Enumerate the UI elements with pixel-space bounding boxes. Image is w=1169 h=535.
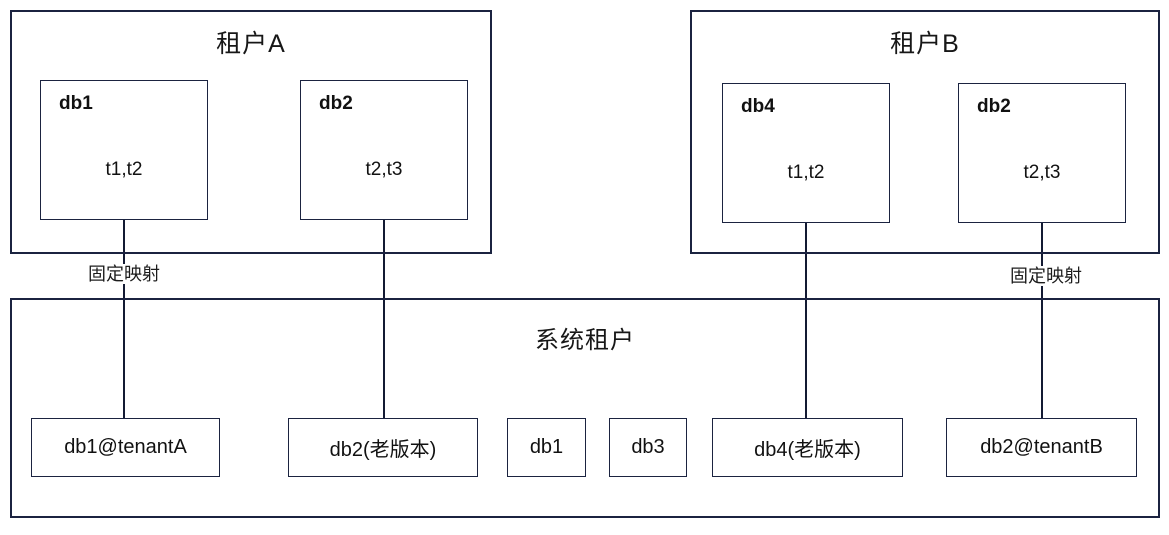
system-db4-old-node: db4(老版本) (712, 418, 903, 477)
connector-db1-to-db1-tenantA (123, 220, 125, 418)
tenant-a-db1-name: db1 (59, 93, 93, 114)
tenant-b-group: 租户B (690, 10, 1160, 254)
tenant-a-db2-name: db2 (319, 93, 353, 114)
tenant-b-db2-tables: t2,t3 (1023, 162, 1061, 183)
tenant-b-db2-name: db2 (977, 96, 1011, 117)
connector-db4-to-db4-old (805, 223, 807, 418)
tenant-b-db2-node: db2 t2,t3 (958, 83, 1126, 223)
tenant-b-db4-node: db4 t1,t2 (722, 83, 890, 223)
tenant-a-db1-node: db1 t1,t2 (40, 80, 208, 220)
system-db2-old-node: db2(老版本) (288, 418, 478, 477)
system-tenant-group: 系统租户 (10, 298, 1160, 518)
tenant-b-title: 租户B (890, 30, 960, 58)
tenant-a-db2-node: db2 t2,t3 (300, 80, 468, 220)
system-db2-tenantB-node: db2@tenantB (946, 418, 1137, 477)
system-tenant-title: 系统租户 (535, 327, 635, 354)
system-db3-node: db3 (609, 418, 687, 477)
tenant-a-db2-tables: t2,t3 (365, 159, 403, 180)
fixed-mapping-label-right: 固定映射 (1007, 266, 1085, 286)
tenant-a-title: 租户A (216, 30, 286, 58)
tenant-a-group: 租户A (10, 10, 492, 254)
system-db1-tenantA-node: db1@tenantA (31, 418, 220, 477)
tenant-b-db4-name: db4 (741, 96, 775, 117)
connector-db2-to-db2-old (383, 220, 385, 418)
tenant-b-db4-tables: t1,t2 (787, 162, 825, 183)
connector-db2b-to-db2-tenantB (1041, 223, 1043, 418)
system-db1-node: db1 (507, 418, 586, 477)
fixed-mapping-label-left: 固定映射 (85, 264, 163, 284)
tenant-a-db1-tables: t1,t2 (105, 159, 143, 180)
